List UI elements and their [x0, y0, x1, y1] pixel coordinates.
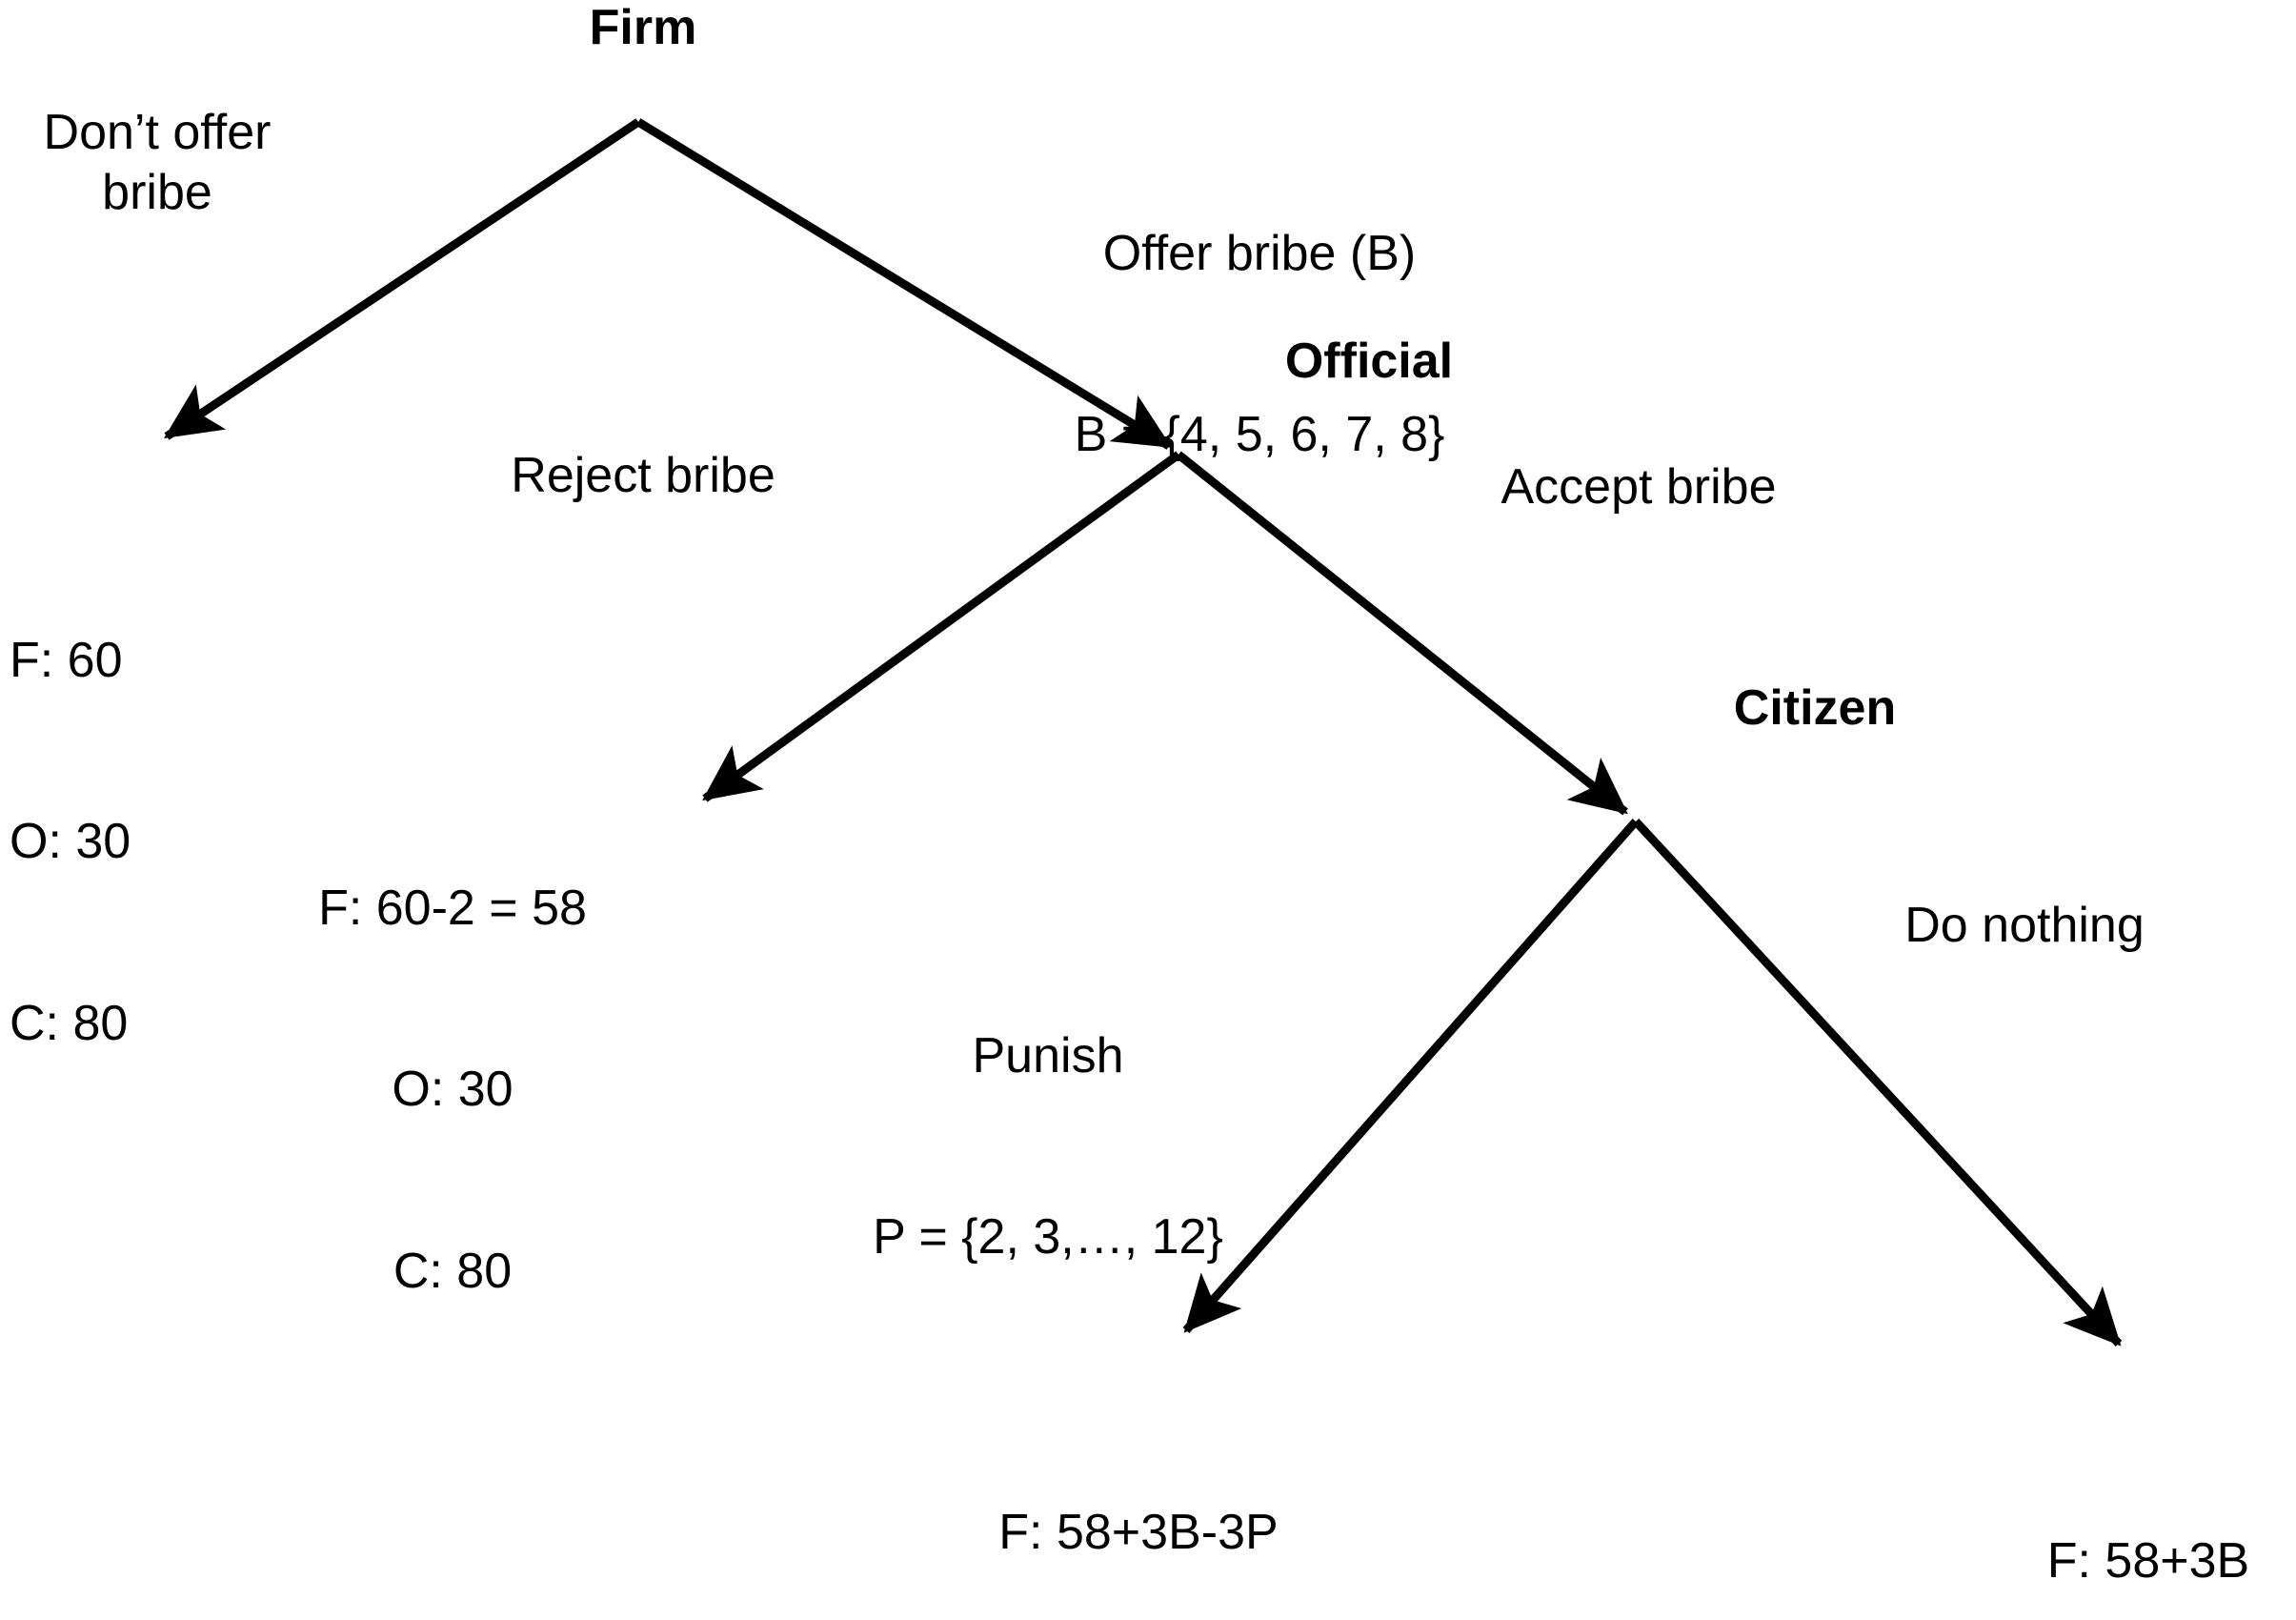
payoff-block-do-nothing: F: 58+3B O: 30+3B C: 80-7B	[2005, 1410, 2291, 1620]
action-label-punish: Punish P = {2, 3,…, 12}	[796, 905, 1300, 1389]
edge-firm-official	[635, 118, 1173, 450]
node-label-citizen: Citizen	[1733, 680, 1897, 736]
action-label-offer-bribe: Offer bribe (B) B = {4, 5, 6, 7, 8}	[1012, 103, 1507, 587]
payoff-citizen: C: 80	[10, 995, 129, 1051]
payoff-official: O: 30	[10, 814, 131, 870]
payoff-firm: F: 58+3B	[2046, 1532, 2250, 1589]
edge-official-citizen	[1176, 451, 1628, 816]
payoff-firm: F: 58+3B-3P	[998, 1504, 1279, 1560]
payoff-block-punish: F: 58+3B-3P O: 30+3B-3P C: 80-7B-P	[938, 1382, 1339, 1620]
edge-citizen-do-nothing	[1632, 818, 2123, 1347]
node-label-official: Official	[1284, 334, 1454, 389]
edge-firm-dont-offer	[164, 118, 641, 440]
punish-line-1: Punish	[972, 1027, 1124, 1083]
action-label-reject-bribe: Reject bribe	[511, 448, 775, 503]
node-label-firm: Firm	[589, 0, 697, 55]
offer-bribe-line-1: Offer bribe (B)	[1102, 225, 1417, 281]
payoff-block-dont-offer: F: 60 O: 30 C: 80	[10, 510, 286, 1175]
edge-citizen-punish	[1182, 819, 1640, 1333]
edge-official-reject	[702, 451, 1181, 802]
payoff-block-reject-bribe: F: 60-2 = 58 O: 30 C: 80	[267, 758, 638, 1423]
action-label-dont-offer-bribe: Don’t offer bribe	[43, 105, 272, 221]
payoff-firm: F: 60-2 = 58	[318, 880, 587, 936]
action-label-accept-bribe: Accept bribe	[1500, 459, 1777, 515]
action-label-do-nothing: Do nothing	[1904, 898, 2145, 953]
punish-line-2: P = {2, 3,…, 12}	[873, 1209, 1223, 1266]
offer-bribe-line-2: B = {4, 5, 6, 7, 8}	[1074, 407, 1445, 463]
payoff-firm: F: 60	[10, 632, 123, 688]
payoff-official: O: 30	[392, 1062, 514, 1118]
payoff-citizen: C: 80	[393, 1243, 513, 1299]
